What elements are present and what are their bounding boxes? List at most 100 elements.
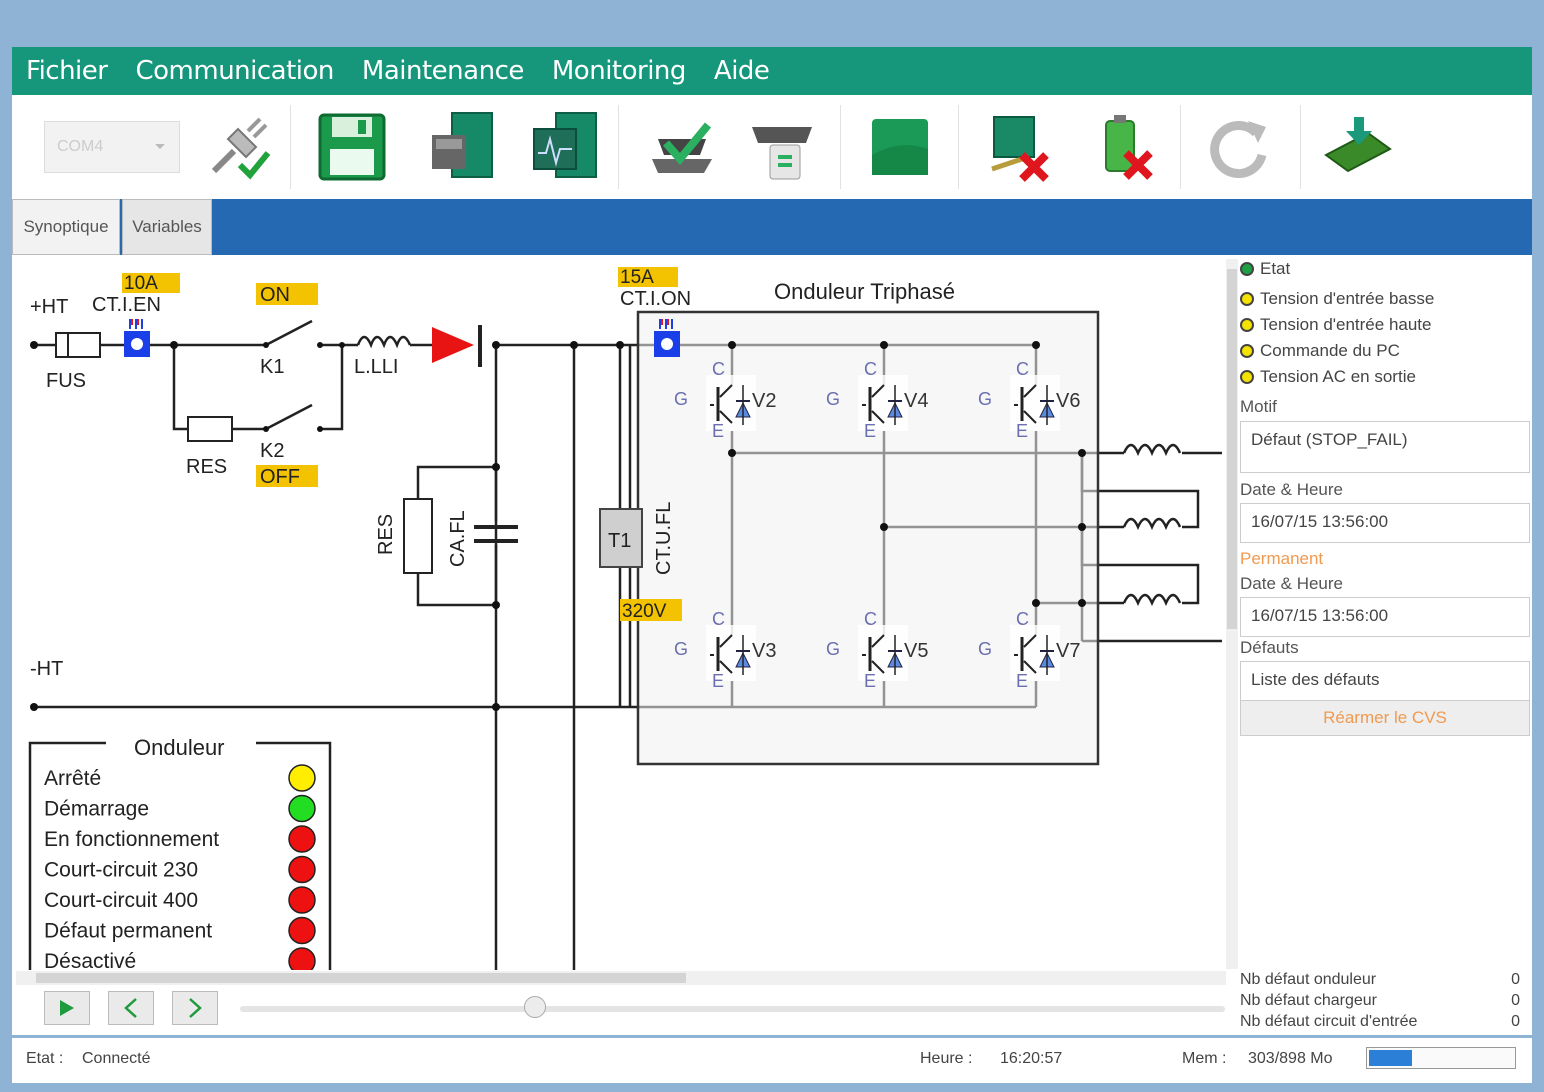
fuse-symbol <box>55 332 101 358</box>
counter-label: Nb défaut onduleur <box>1240 971 1377 988</box>
ct-ufl-value: 320V <box>622 601 667 622</box>
main-content: Onduleur Triphasé FUS +HT -HT <box>12 255 1532 1035</box>
ct-ion-value: 15A <box>620 267 654 288</box>
ct-ion-label: CT.I.ON <box>620 288 691 310</box>
legend-item-label: Arrêté <box>44 767 101 790</box>
monitor-device-icon[interactable] <box>528 109 604 185</box>
output-inductors <box>1122 443 1182 607</box>
scroll-thumb[interactable] <box>36 973 686 983</box>
menu-fichier[interactable]: Fichier <box>26 56 108 86</box>
circuit-diagram: Onduleur Triphasé FUS +HT -HT <box>28 267 1222 970</box>
battery-error-icon[interactable] <box>1086 109 1162 185</box>
k1-label: K1 <box>260 356 284 378</box>
date-field: 16/07/15 13:56:00 <box>1240 503 1530 543</box>
minus-ht-label: -HT <box>30 658 63 680</box>
toolbar-separator <box>1180 105 1181 189</box>
indicator-label: Tension d'entrée basse <box>1260 289 1435 308</box>
igbt-v4[interactable] <box>858 375 908 431</box>
connect-plug-icon[interactable] <box>200 109 276 185</box>
menu-aide[interactable]: Aide <box>713 56 770 86</box>
toolbar-separator <box>958 105 959 189</box>
next-button[interactable] <box>172 991 218 1025</box>
legend-status-led <box>288 794 316 823</box>
memory-progress-fill <box>1369 1050 1413 1066</box>
previous-button[interactable] <box>108 991 154 1025</box>
legend-item-label: Défaut permanent <box>44 920 212 943</box>
emitter-label: E <box>1016 671 1028 691</box>
k2-state: OFF <box>260 466 300 488</box>
v4-label: V4 <box>904 390 928 412</box>
gate-label: G <box>674 639 688 659</box>
refresh-icon[interactable] <box>1200 109 1276 185</box>
v5-label: V5 <box>904 640 928 662</box>
legend-item-label: Désactivé <box>44 950 136 970</box>
legend-title: Onduleur <box>134 735 225 760</box>
indicator-row: Tension AC en sortie <box>1240 365 1416 389</box>
counter-row: Nb défaut circuit d'entrée 0 <box>1240 1013 1520 1031</box>
igbt-v6[interactable] <box>1010 375 1060 431</box>
horizontal-scrollbar[interactable] <box>16 971 1226 985</box>
igbt-v7[interactable] <box>1010 625 1060 681</box>
legend-status-led <box>288 855 316 884</box>
diode-symbol <box>432 327 474 363</box>
t1-symbol <box>599 508 643 568</box>
menu-communication[interactable]: Communication <box>135 56 334 86</box>
v2-label: V2 <box>752 390 776 412</box>
heure-label: Heure : <box>920 1050 973 1067</box>
v6-label: V6 <box>1056 390 1080 412</box>
toolbar-separator <box>290 105 291 189</box>
erase-drive-icon[interactable] <box>744 109 820 185</box>
memory-card-icon[interactable] <box>1320 109 1396 185</box>
emitter-label: E <box>864 671 876 691</box>
res2-symbol <box>403 498 433 574</box>
indicator-label: Tension d'entrée haute <box>1260 315 1432 334</box>
gate-label: G <box>826 389 840 409</box>
green-square-icon[interactable] <box>864 109 940 185</box>
scroll-thumb[interactable] <box>1227 269 1237 629</box>
slider-handle[interactable] <box>524 996 546 1018</box>
disconnect-module-icon[interactable] <box>982 109 1058 185</box>
defauts-list[interactable]: Liste des défauts <box>1240 661 1530 701</box>
download-drive-icon[interactable] <box>644 109 720 185</box>
indicator-label: Tension AC en sortie <box>1260 367 1416 386</box>
tab-synoptique[interactable]: Synoptique <box>12 199 120 255</box>
date-label: Date & Heure <box>1240 574 1343 593</box>
timeline-slider[interactable] <box>240 996 1225 1018</box>
igbt-names: V2 V3 V4 V5 V6 V7 <box>752 390 1080 662</box>
import-device-icon[interactable] <box>424 109 500 185</box>
fus-label: FUS <box>46 370 86 392</box>
ct-ien-value: 10A <box>124 273 158 294</box>
heure-value: 16:20:57 <box>1000 1050 1063 1067</box>
emitter-label: E <box>864 421 876 441</box>
igbt-v3[interactable] <box>706 625 756 681</box>
tab-variables[interactable]: Variables <box>122 199 212 255</box>
chevron-right-icon <box>189 998 202 1018</box>
status-led <box>1240 318 1254 332</box>
save-disk-icon[interactable] <box>314 109 390 185</box>
rearm-button[interactable]: Réarmer le CVS <box>1240 700 1530 736</box>
menu-maintenance[interactable]: Maintenance <box>361 56 524 86</box>
gate-label: G <box>826 639 840 659</box>
igbt-pin-labels: G G G G G G C C C C C C E E E E E <box>674 359 1029 691</box>
ct-ien-label: CT.I.EN <box>92 294 161 316</box>
junction-dots <box>30 341 1086 711</box>
emitter-label: E <box>1016 421 1028 441</box>
vertical-scrollbar[interactable] <box>1226 259 1238 969</box>
igbt-v2[interactable] <box>706 375 756 431</box>
menu-monitoring[interactable]: Monitoring <box>551 56 687 86</box>
tab-bar: Synoptique Variables <box>12 199 1532 255</box>
emitter-label: E <box>712 671 724 691</box>
memory-progress-bar <box>1366 1047 1516 1069</box>
legend-item-label: En fonctionnement <box>44 828 219 851</box>
igbt-v5[interactable] <box>858 625 908 681</box>
play-button[interactable] <box>44 991 90 1025</box>
res-symbol <box>187 416 233 442</box>
k2-state-badge <box>256 465 318 487</box>
status-bar: Etat : Connecté Heure : 16:20:57 Mem : 3… <box>12 1038 1532 1083</box>
etat-label: Etat <box>1260 259 1291 278</box>
port-select[interactable]: COM4 <box>44 121 180 173</box>
legend-status-led <box>288 764 316 792</box>
indicator-row: Tension d'entrée basse <box>1240 287 1434 311</box>
